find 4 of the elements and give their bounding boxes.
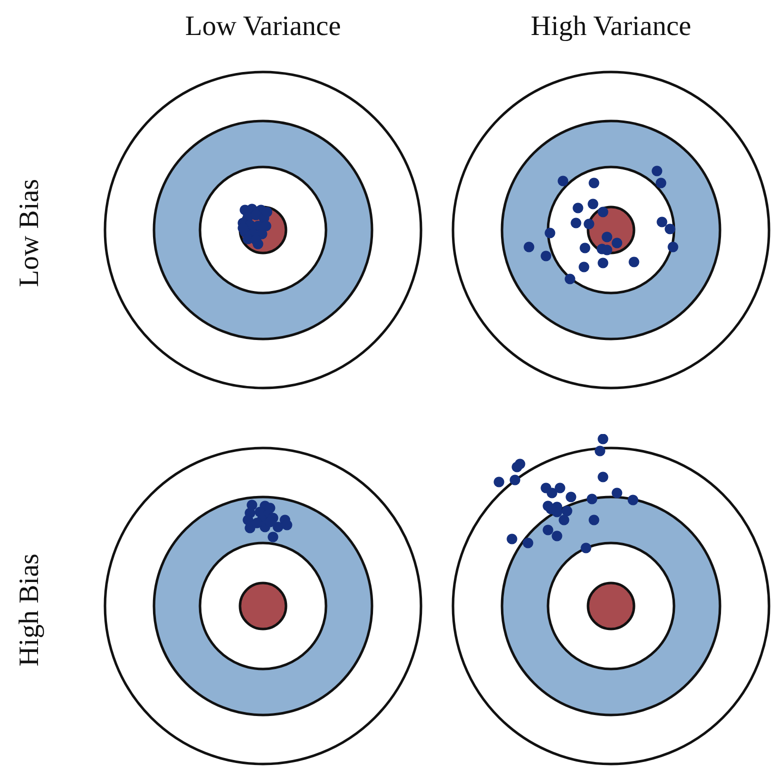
column-heading: Low Variance <box>185 10 341 44</box>
column-heading: High Variance <box>530 10 692 44</box>
row-heading: Low Bias <box>14 178 46 288</box>
row-heading: High Bias <box>14 554 46 666</box>
